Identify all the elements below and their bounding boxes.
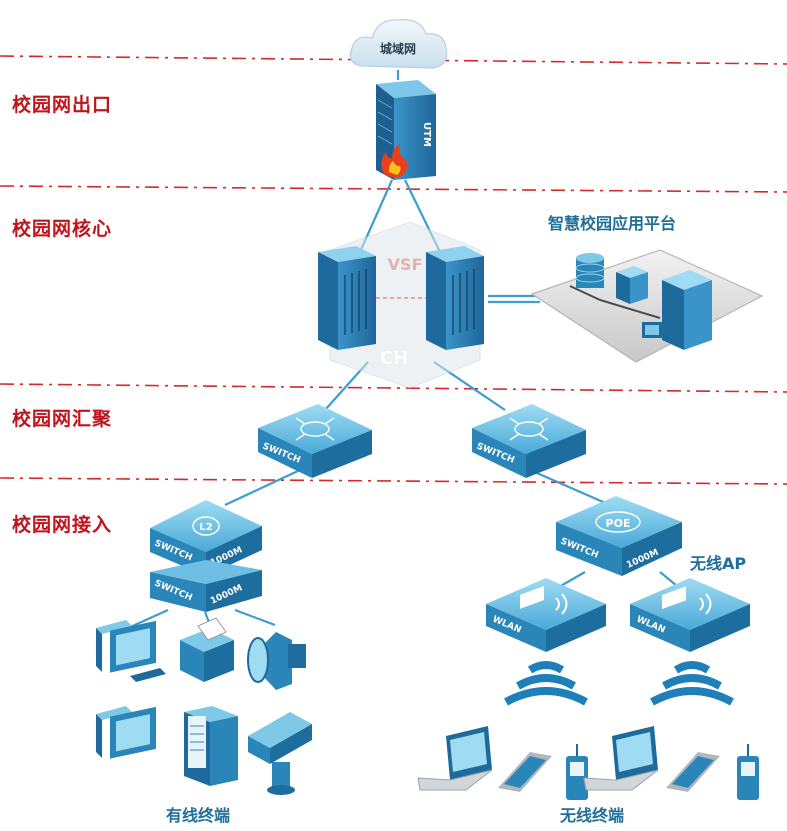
wlan-ap-left: WLAN (486, 578, 606, 652)
layer-label-aggregation: 校园网汇聚 (12, 408, 113, 430)
utm-firewall: UTM (376, 80, 436, 180)
ch-label: CH (380, 348, 408, 369)
platform-caption: 智慧校园应用平台 (548, 214, 677, 233)
layer-label-access: 校园网接入 (12, 514, 113, 536)
wireless-terminals-caption: 无线终端 (560, 806, 625, 825)
smartphone-icon-2 (666, 752, 720, 792)
desktop-computer-icon-2 (96, 706, 156, 759)
aggregation-switch-right: SWITCH (472, 404, 586, 478)
laptop-icon (417, 726, 493, 791)
smartphone-icon (498, 752, 552, 792)
l2-badge: L2 (199, 522, 212, 533)
handheld-terminal-icon-2 (737, 744, 759, 800)
laptop-icon-2 (583, 726, 659, 791)
wired-terminals-caption: 有线终端 (166, 806, 231, 825)
wired-terminals (96, 617, 312, 795)
divider-2 (0, 185, 787, 193)
wlan-ap-right: WLAN (630, 578, 750, 652)
access-switch-left-bottom: SWITCH 1000M (150, 560, 262, 612)
metro-network-cloud: 城域网 (349, 19, 448, 69)
core-switch-right (426, 246, 484, 350)
printer-icon (180, 617, 234, 682)
desktop-computer-icon (96, 620, 166, 682)
wireless-terminals (417, 726, 759, 800)
vsf-label: VSF (388, 255, 423, 274)
wireless-ap-caption: 无线AP (690, 554, 747, 573)
monitor-icon (642, 322, 662, 338)
information-kiosk-icon (184, 706, 238, 786)
poe-badge: POE (606, 517, 631, 530)
rack-server-icon (662, 270, 712, 350)
access-switch-poe: POE SWITCH 1000M (556, 496, 682, 576)
layer-label-core: 校园网核心 (12, 218, 113, 240)
security-camera-icon (248, 712, 312, 795)
database-icon (575, 253, 605, 288)
cloud-label: 城域网 (380, 41, 416, 56)
server-icon (616, 266, 648, 304)
core-switch-left (318, 246, 376, 350)
speaker-icon (247, 632, 306, 690)
divider-4 (0, 477, 787, 485)
divider-3 (0, 383, 787, 393)
core-switch-cluster: VSF CH (318, 221, 484, 389)
utm-label: UTM (421, 122, 432, 147)
fire-icon (381, 144, 408, 178)
smart-campus-platform (530, 249, 764, 363)
wifi-signal-icon-right (650, 661, 734, 706)
wifi-signal-icon-left (504, 661, 588, 706)
layer-label-exit: 校园网出口 (12, 94, 113, 116)
handheld-terminal-icon (566, 744, 588, 800)
aggregation-switch-left: SWITCH (258, 404, 372, 478)
